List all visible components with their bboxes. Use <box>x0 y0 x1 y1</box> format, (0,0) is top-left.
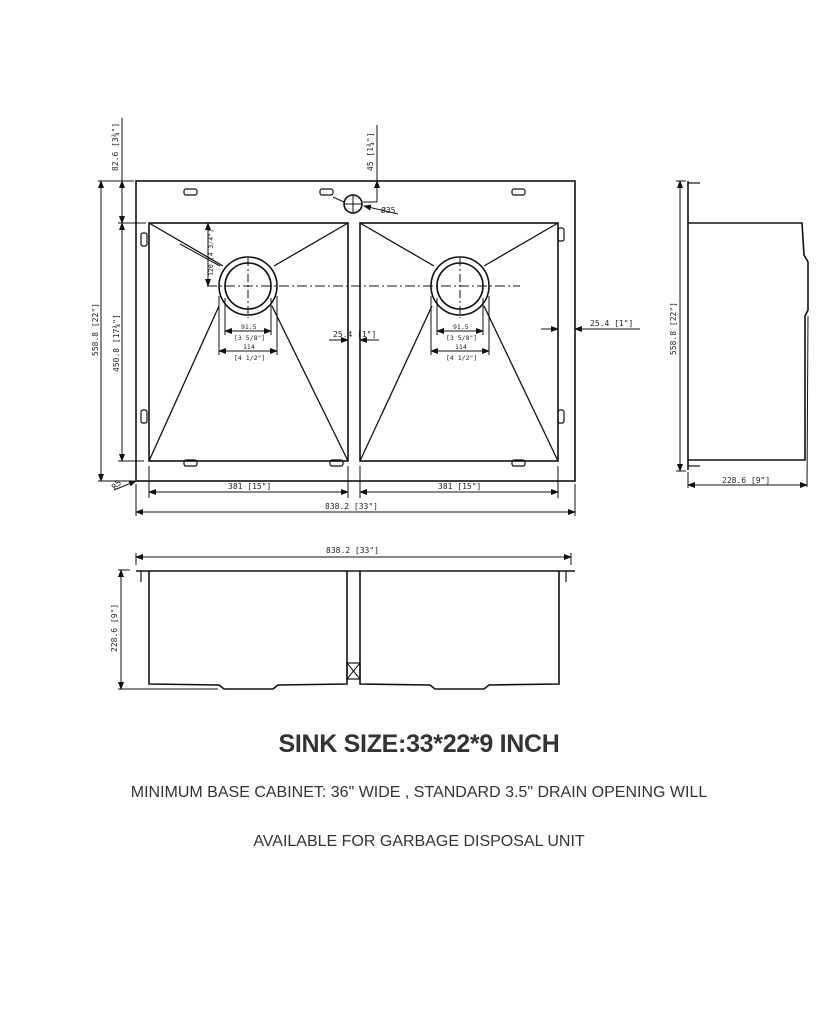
dim-right-drain-outer-in: [4 1/2"] <box>446 354 477 362</box>
sink-size-title: SINK SIZE:33*22*9 INCH <box>278 730 560 758</box>
faucet-hole <box>343 194 363 214</box>
dim-bowl-depth: 450.8 [17¾"] <box>112 314 121 372</box>
dim-bowl-width-right: 381 [15"] <box>438 482 481 491</box>
dim-front-width: 838.2 [33"] <box>326 546 379 555</box>
dim-deck-depth: 82.6 [3¾"] <box>111 123 120 171</box>
dim-divider-width: 25.4 [1"] <box>333 330 376 339</box>
dim-overall-depth: 558.8 [22"] <box>91 303 100 356</box>
left-bowl-slopes <box>148 222 349 462</box>
dim-overall-width: 838.2 [33"] <box>325 502 378 511</box>
dim-right-drain-outer: 114 <box>455 343 467 351</box>
cabinet-note-line2: AVAILABLE FOR GARBAGE DISPOSAL UNIT <box>253 833 585 850</box>
dim-side-rim: 25.4 [1"] <box>590 319 633 328</box>
dim-drain-offset: 120 [4 3/4"] <box>207 229 215 276</box>
right-bowl <box>359 222 559 462</box>
cabinet-note-line1: MINIMUM BASE CABINET: 36" WIDE , STANDAR… <box>130 784 708 801</box>
dim-left-drain-inner-in: [3 5/8"] <box>234 334 265 342</box>
dim-front-height: 228.6 [9"] <box>110 604 119 652</box>
dim-right-drain-inner-in: [3 5/8"] <box>446 334 477 342</box>
top-view-dimensions <box>98 118 640 516</box>
side-view-dimensions <box>676 180 808 488</box>
dim-bowl-width-left: 381 [15"] <box>228 482 271 491</box>
dim-left-drain-inner: 91.5 <box>241 323 257 331</box>
dim-side-depth: 558.8 [22"] <box>669 302 678 355</box>
dim-left-drain-outer: 114 <box>243 343 255 351</box>
dim-corner-radius: R5 <box>110 478 123 491</box>
side-view <box>687 181 809 488</box>
dim-side-height: 228.6 [9"] <box>722 476 770 485</box>
mounting-clips <box>140 188 565 467</box>
front-view <box>136 570 575 690</box>
dim-faucet-hole: Ø35 <box>381 205 396 215</box>
dim-faucet-offset: 45 [1¾"] <box>366 132 375 171</box>
right-bowl-slopes <box>359 222 559 462</box>
front-view-dimensions <box>118 553 572 690</box>
dim-left-drain-outer-in: [4 1/2"] <box>234 354 265 362</box>
top-view <box>135 180 576 482</box>
dim-right-drain-inner: 91.5 <box>453 323 469 331</box>
